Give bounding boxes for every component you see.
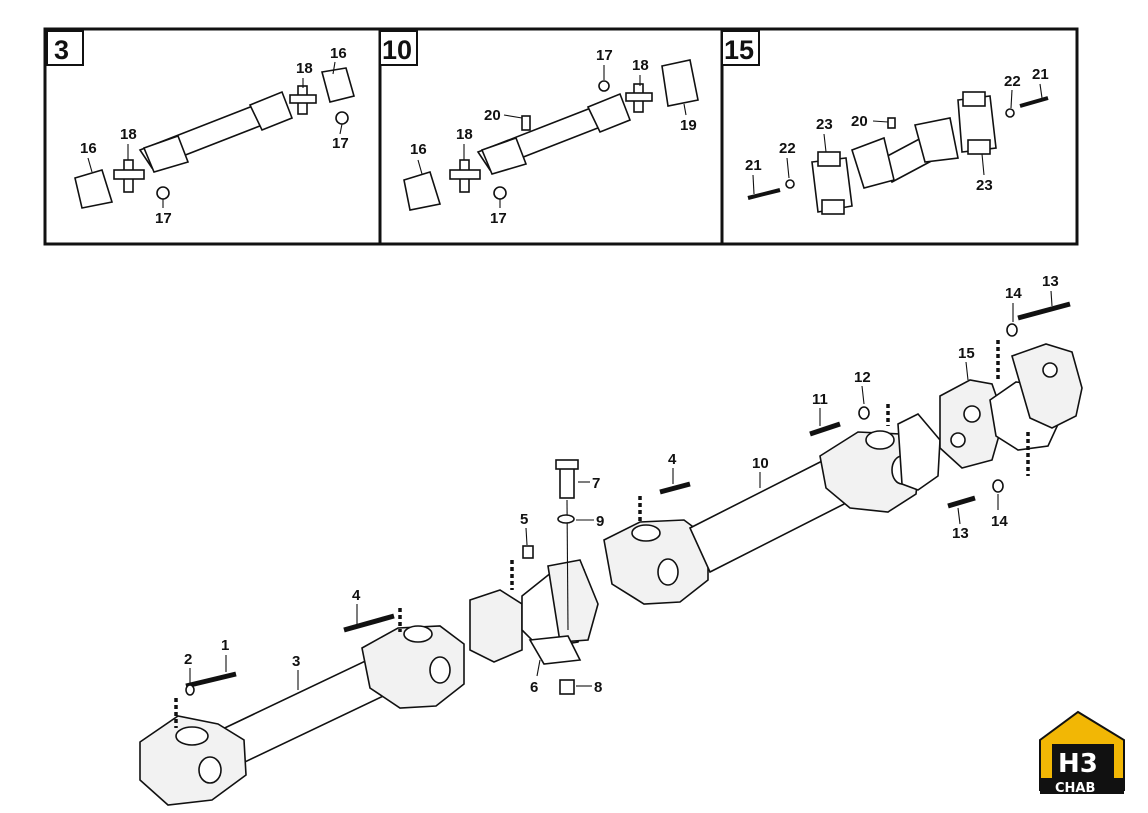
callout-1: 1 bbox=[221, 637, 229, 654]
inset-number: 15 bbox=[724, 35, 754, 65]
callout-16-left: 16 bbox=[410, 141, 427, 158]
callout-18-left: 18 bbox=[456, 126, 473, 143]
callout-18-top: 18 bbox=[632, 57, 649, 74]
callout-14-top: 14 bbox=[1005, 285, 1022, 302]
callout-17-right: 17 bbox=[332, 135, 349, 152]
callout-2: 2 bbox=[184, 651, 192, 668]
callout-20: 20 bbox=[484, 107, 501, 124]
callout-17-top: 17 bbox=[596, 47, 613, 64]
callout-8: 8 bbox=[594, 679, 602, 696]
logo-mark: H3 bbox=[1058, 749, 1098, 779]
callout-12: 12 bbox=[854, 369, 871, 386]
main-driveshaft-assembly: 1 2 3 4 4 5 6 7 8 9 10 11 12 13 13 14 14… bbox=[139, 273, 1083, 806]
logo-text: CHAB bbox=[1055, 781, 1095, 796]
inset-number: 3 bbox=[54, 35, 69, 65]
callout-16-left: 16 bbox=[80, 140, 97, 157]
callout-3: 3 bbox=[292, 653, 300, 670]
callout-15: 15 bbox=[958, 345, 975, 362]
callout-5: 5 bbox=[520, 511, 528, 528]
callout-18-left: 18 bbox=[120, 126, 137, 143]
callout-10: 10 bbox=[752, 455, 769, 472]
callout-23-right: 23 bbox=[976, 177, 993, 194]
callout-23-left: 23 bbox=[816, 116, 833, 133]
callout-14-bottom: 14 bbox=[991, 513, 1008, 530]
callout-13-bottom: 13 bbox=[952, 525, 969, 542]
callout-6: 6 bbox=[530, 679, 538, 696]
callout-11: 11 bbox=[812, 391, 828, 408]
callout-16-top: 16 bbox=[330, 45, 347, 62]
inset-panel-15: 15 22 21 23 20 21 22 23 bbox=[720, 27, 1079, 246]
callout-20: 20 bbox=[851, 113, 868, 130]
callout-22-top: 22 bbox=[1004, 73, 1021, 90]
callout-22-left: 22 bbox=[779, 140, 796, 157]
callout-18-top: 18 bbox=[296, 60, 313, 77]
callout-4-left: 4 bbox=[352, 587, 361, 604]
callout-21-top: 21 bbox=[1032, 66, 1049, 83]
inset-panel-10: 10 17 18 20 19 16 18 17 bbox=[378, 27, 724, 246]
callout-21-left: 21 bbox=[745, 157, 762, 174]
callout-17-left: 17 bbox=[155, 210, 172, 227]
inset-panel-3: 3 16 18 16 18 17 17 bbox=[43, 27, 382, 246]
callout-19: 19 bbox=[680, 117, 697, 134]
callout-17-left: 17 bbox=[490, 210, 507, 227]
callout-13-top: 13 bbox=[1042, 273, 1059, 290]
callout-9: 9 bbox=[596, 513, 604, 530]
inset-number: 10 bbox=[382, 35, 412, 65]
brand-logo: H3 CHAB bbox=[1039, 710, 1125, 796]
callout-7: 7 bbox=[592, 475, 600, 492]
callout-4-right: 4 bbox=[668, 451, 677, 468]
